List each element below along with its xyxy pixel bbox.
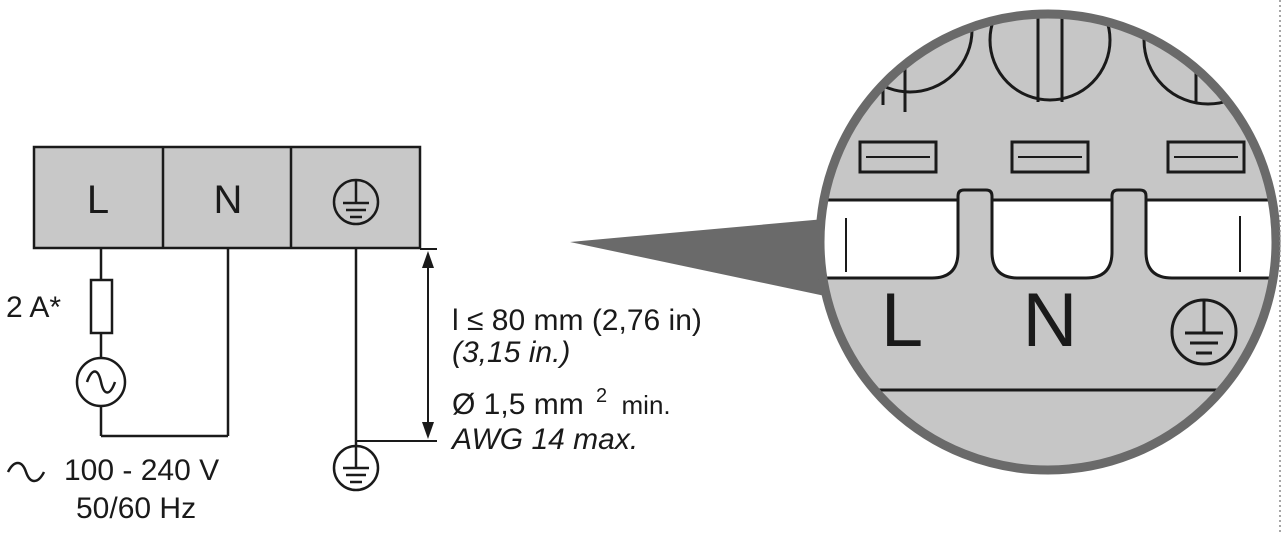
fuse-rating-label: 2 A* xyxy=(6,291,61,324)
fuse-symbol xyxy=(89,278,114,335)
magnifier-rim xyxy=(815,9,1281,475)
wire-section-suffix: min. xyxy=(622,390,671,420)
supply-voltage-label: 100 - 240 V xyxy=(64,454,219,487)
detail-view: L N xyxy=(815,9,1281,475)
ac-source-icon xyxy=(75,356,127,408)
wire-section-label: Ø 1,5 mm 2 min. xyxy=(452,376,671,421)
strip-length-label: l ≤ 80 mm (2,76 in) xyxy=(452,304,702,337)
awg-label: AWG 14 max. xyxy=(450,423,638,456)
wire-section-sup: 2 xyxy=(596,385,607,407)
earth-ground-icon xyxy=(332,178,380,226)
magnifier-pointer xyxy=(570,218,844,300)
earth-ground-icon xyxy=(332,444,380,492)
wiring-lines xyxy=(99,248,358,446)
terminal-label-l: L xyxy=(87,178,109,222)
strip-length-alt-label: (3,15 in.) xyxy=(452,336,570,369)
ac-tilde-icon xyxy=(6,461,46,483)
detail-terminal-label-l: L xyxy=(881,278,923,363)
detail-terminal-label-n: N xyxy=(1023,278,1078,363)
earth-ground-icon xyxy=(1170,298,1238,366)
dimension-arrow xyxy=(356,248,437,442)
terminal-block: L N xyxy=(32,145,422,250)
wire-section-main: Ø 1,5 mm xyxy=(452,388,584,421)
terminal-label-n: N xyxy=(214,178,243,222)
supply-frequency-label: 50/60 Hz xyxy=(76,492,196,525)
